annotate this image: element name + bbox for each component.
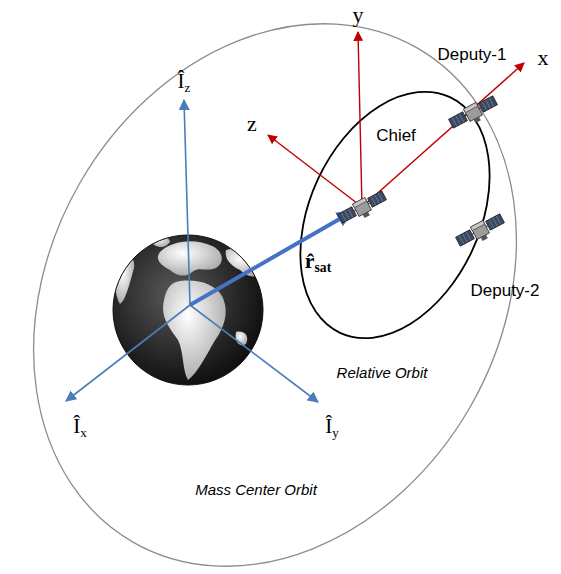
symbol-subscript: z (185, 80, 191, 95)
symbol-subscript: sat (315, 260, 332, 275)
symbol-base: Î (73, 414, 80, 438)
symbol-base: r̂ (305, 248, 315, 273)
orbit-label: Relative Orbit (337, 365, 428, 382)
satellite-label: Deputy-2 (471, 282, 540, 301)
axis-label: x (538, 46, 549, 70)
orbit-label: Mass Center Orbit (195, 482, 317, 499)
symbol-base: Î (178, 69, 185, 93)
axis-label: Îz (178, 70, 191, 95)
symbol-subscript: x (80, 425, 87, 440)
axis-label: Îy (325, 415, 339, 440)
satellite-label: Deputy-1 (438, 46, 507, 65)
axis-label: Îx (73, 415, 87, 440)
symbol-base: Î (325, 414, 332, 438)
axis-label: z (247, 112, 257, 136)
vector-label: r̂sat (305, 249, 331, 275)
satellite-label: Chief (376, 127, 416, 146)
symbol-subscript: y (332, 425, 339, 440)
axis-label: y (353, 3, 364, 27)
